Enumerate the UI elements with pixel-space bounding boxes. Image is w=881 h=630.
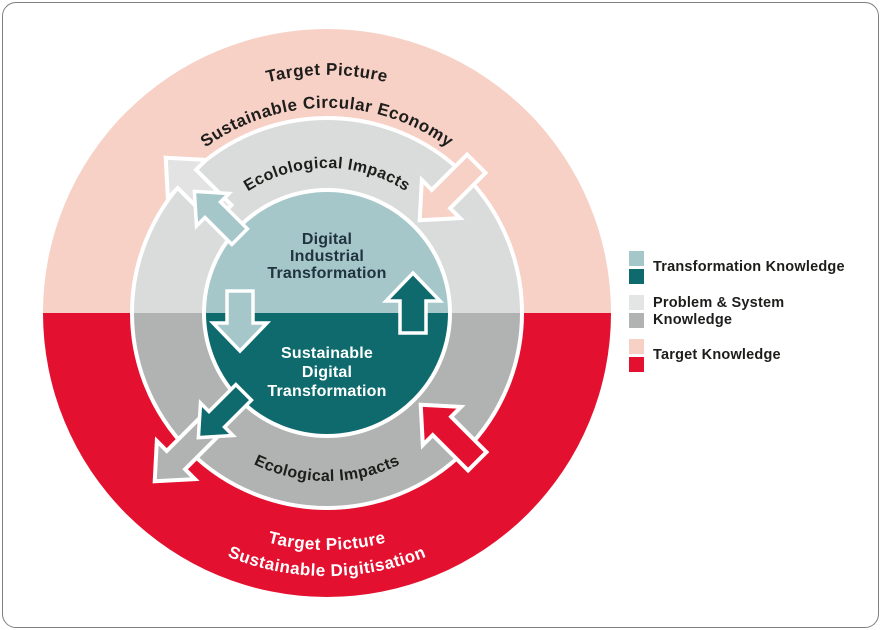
swatch-gray-light [629,295,644,310]
legend-label-problem-system-line2: Knowledge [653,311,733,328]
legend: Transformation Knowledge Problem & Syste… [629,251,869,372]
arrow-up-left-red-icon [418,402,490,474]
inner-top-label-line3: Transformation [267,265,386,282]
inner-bottom-label-line3: Transformation [267,383,386,400]
inner-top-label-line2: Industrial [290,248,364,265]
legend-swatch-pair-transformation [629,251,644,284]
middle-ring-outline [130,116,524,510]
legend-label-transformation-knowledge: Transformation Knowledge [653,259,845,276]
swatch-teal-dark [629,269,644,284]
swatch-gray-dark [629,313,644,328]
arrow-up-left-teal-light-icon [192,189,250,247]
inner-circle-outline [202,188,452,438]
inner-circle-top-half [204,190,450,313]
legend-row-problem-system-knowledge: Problem & System Knowledge [629,295,869,328]
inner-bottom-label-line1: Sustainable [281,345,373,362]
legend-label-problem-system-line1: Problem & System [653,295,785,311]
arrow-up-teal-dark-icon [381,270,445,335]
legend-row-transformation-knowledge: Transformation Knowledge [629,251,869,284]
legend-swatch-pair-target [629,339,644,372]
arrow-down-teal-light-icon [208,289,272,354]
inner-bottom-label-line2: Digital [302,364,352,381]
legend-label-target-knowledge: Target Knowledge [653,347,781,364]
legend-row-target-knowledge: Target Knowledge [629,339,869,372]
legend-swatch-pair-problem-system [629,295,644,328]
swatch-teal-light [629,251,644,266]
inner-top-label-line1: Digital [302,231,352,248]
inner-circle-bottom-half [204,313,450,436]
swatch-red [629,357,644,372]
legend-label-problem-system-knowledge: Problem & System Knowledge [653,295,784,328]
arrow-down-left-pink-icon [417,151,489,223]
arrow-down-left-teal-dark-icon [196,382,254,440]
swatch-pink [629,339,644,354]
